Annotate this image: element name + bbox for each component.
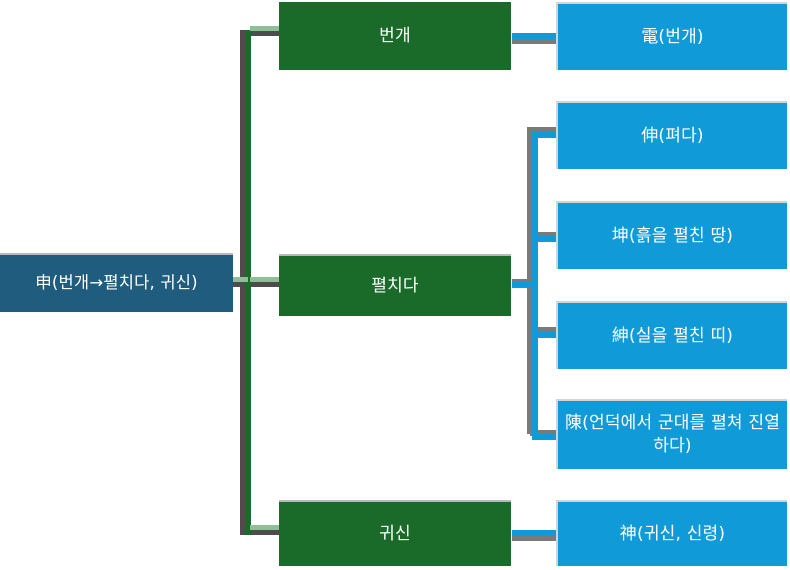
node-leaf-spirit[interactable]: 神(귀신, 신령) — [556, 500, 787, 566]
node-leaf-sash-label: 紳(실을 펼친 띠) — [611, 325, 734, 346]
node-branch-ghost-label: 귀신 — [379, 523, 411, 544]
node-branch-lightning[interactable]: 번개 — [279, 2, 511, 70]
node-leaf-electric[interactable]: 電(번개) — [556, 2, 787, 70]
leaf-earth-connector — [532, 236, 560, 242]
leaf-sash-connector-shadow — [530, 327, 560, 333]
node-leaf-sash[interactable]: 紳(실을 펼친 띠) — [556, 301, 787, 369]
leaf-spirit-connector — [512, 530, 560, 536]
node-leaf-array[interactable]: 陳(언덕에서 군대를 펼쳐 진열하다) — [556, 399, 787, 469]
branch-spread-connector-shadow — [250, 281, 282, 287]
leaf-extend-connector — [532, 132, 560, 138]
node-leaf-array-label: 陳(언덕에서 군대를 펼쳐 진열하다) — [564, 413, 781, 456]
leaf-electric-connector — [512, 33, 560, 39]
leaf-extend-connector-shadow — [530, 127, 560, 133]
node-branch-spread[interactable]: 펼치다 — [279, 254, 511, 316]
node-branch-lightning-label: 번개 — [379, 25, 411, 46]
leaf-sash-connector — [532, 332, 560, 338]
spread-feeder — [512, 282, 538, 288]
node-leaf-electric-label: 電(번개) — [641, 26, 704, 47]
root-stub — [228, 277, 248, 282]
node-branch-ghost[interactable]: 귀신 — [279, 500, 511, 566]
node-leaf-earth[interactable]: 坤(흙을 펼친 땅) — [556, 201, 787, 269]
branch-lightning-connector — [250, 26, 281, 31]
branch-ghost-connector — [250, 525, 282, 530]
node-leaf-spirit-label: 神(귀신, 신령) — [619, 523, 726, 544]
node-leaf-extend-label: 伸(펴다) — [641, 125, 704, 146]
branch-lightning-connector-shadow — [245, 30, 281, 36]
root-stub-shadow — [228, 281, 248, 287]
leaf-array-connector — [532, 434, 560, 440]
branch-spread-connector — [250, 277, 282, 282]
branch-ghost-connector-shadow — [250, 529, 282, 535]
node-leaf-extend[interactable]: 伸(펴다) — [556, 101, 787, 169]
leaf-electric-connector-shadow — [512, 38, 560, 44]
node-branch-spread-label: 펼치다 — [371, 275, 419, 296]
leaf-array-connector-shadow — [530, 430, 560, 436]
node-root-label: 申(번개→펼치다, 귀신) — [35, 273, 198, 293]
root-trunk — [245, 30, 251, 535]
leaf-spirit-connector-shadow — [512, 535, 560, 541]
node-leaf-earth-label: 坤(흙을 펼친 땅) — [611, 225, 734, 246]
node-root[interactable]: 申(번개→펼치다, 귀신) — [0, 253, 233, 312]
leaf-earth-connector-shadow — [530, 232, 560, 238]
